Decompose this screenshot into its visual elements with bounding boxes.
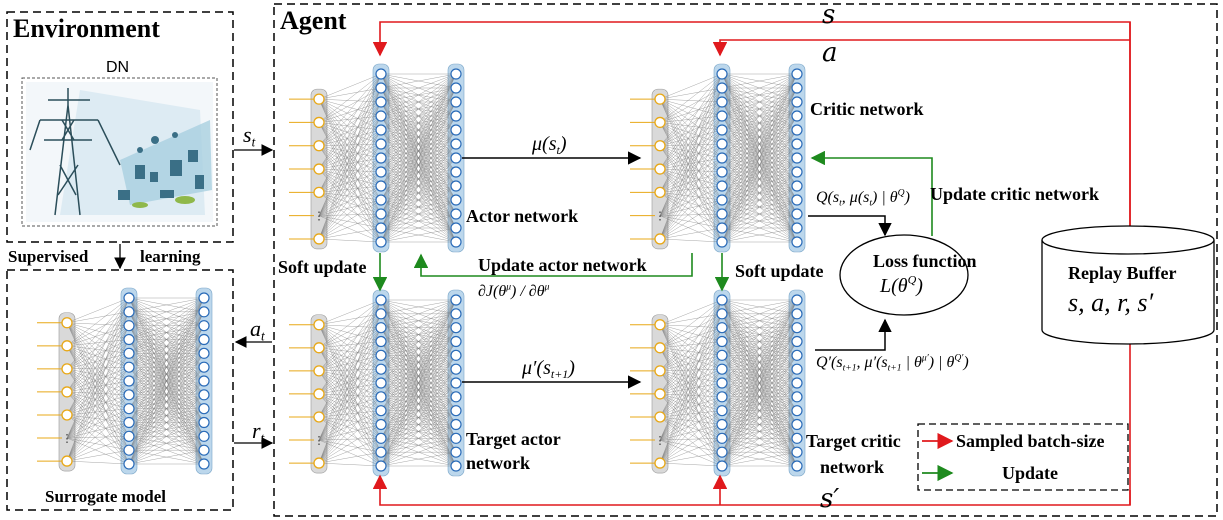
flow-arrows <box>462 151 892 389</box>
svg-text:⋮: ⋮ <box>62 433 73 445</box>
q-prime-expr-label: Q′(st+1, μ′(st+1 | θμ′) | θQ′) <box>816 352 969 374</box>
loss-function-label: Loss function <box>873 251 977 271</box>
update-actor-label: Update actor network <box>478 255 647 275</box>
critic-network: ⋮ <box>630 63 806 253</box>
environment-box <box>6 11 234 243</box>
legend-sampled-label: Sampled batch-size <box>956 431 1105 451</box>
svg-text:⋮: ⋮ <box>655 211 666 223</box>
target-actor-label-1: Target actor <box>466 429 561 449</box>
update-arrows <box>372 150 933 292</box>
critic-network-label: Critic network <box>810 99 924 119</box>
supervised-label: Supervised <box>8 247 89 266</box>
mu-st-label: μ(st) <box>532 133 567 158</box>
surrogate-box <box>6 269 234 511</box>
dn-label: DN <box>106 59 130 76</box>
dn-image-frame <box>21 77 218 227</box>
update-critic-label: Update critic network <box>930 184 1099 204</box>
loss-function-ellipse <box>839 234 969 316</box>
a-top-label: a <box>822 38 838 68</box>
svg-text:⋮: ⋮ <box>314 211 325 223</box>
svg-text:⋮: ⋮ <box>655 435 666 447</box>
actor-network-label: Actor network <box>466 206 579 226</box>
target-critic-network: ⋮ <box>630 289 806 477</box>
target-critic-label-1: Target critic <box>806 431 901 451</box>
mu-prime-st1-label: μ′(st+1) <box>522 357 575 382</box>
replay-buffer-label: Replay Buffer <box>1068 263 1177 283</box>
s-top-label: s <box>822 0 836 30</box>
target-critic-label-2: network <box>820 457 884 477</box>
grad-label: ∂J(θμ) / ∂θμ <box>478 281 550 300</box>
replay-contents: s, a, r, s′ <box>1068 288 1154 317</box>
soft-update-right: Soft update <box>735 261 824 281</box>
soft-update-left: Soft update <box>278 257 367 277</box>
st-label: st <box>243 122 256 150</box>
agent-title: Agent <box>280 6 347 35</box>
environment-title: Environment <box>13 14 160 43</box>
surrogate-network: ⋮ <box>37 287 213 475</box>
actor-network: ⋮ <box>289 63 465 253</box>
replay-buffer-cylinder <box>1041 225 1215 345</box>
neural-networks: ⋮ ⋮ ⋮ ⋮ ⋮ <box>37 63 806 477</box>
legend-update-label: Update <box>1002 463 1059 483</box>
agent-box <box>273 3 1218 517</box>
learning-label: learning <box>140 247 201 266</box>
target-actor-network: ⋮ <box>289 289 465 477</box>
target-actor-label-2: network <box>466 453 530 473</box>
surrogate-caption: Surrogate model <box>45 487 167 506</box>
rt-label: rt <box>252 418 265 446</box>
q-expr-label: Q(st, μ(st) | θQ) <box>816 187 910 209</box>
s-prime-bottom-label: s′ <box>820 484 840 514</box>
dn-image <box>26 82 213 222</box>
loss-expr: L(θQ) <box>880 272 923 297</box>
at-label: at <box>250 316 265 344</box>
svg-text:⋮: ⋮ <box>314 435 325 447</box>
